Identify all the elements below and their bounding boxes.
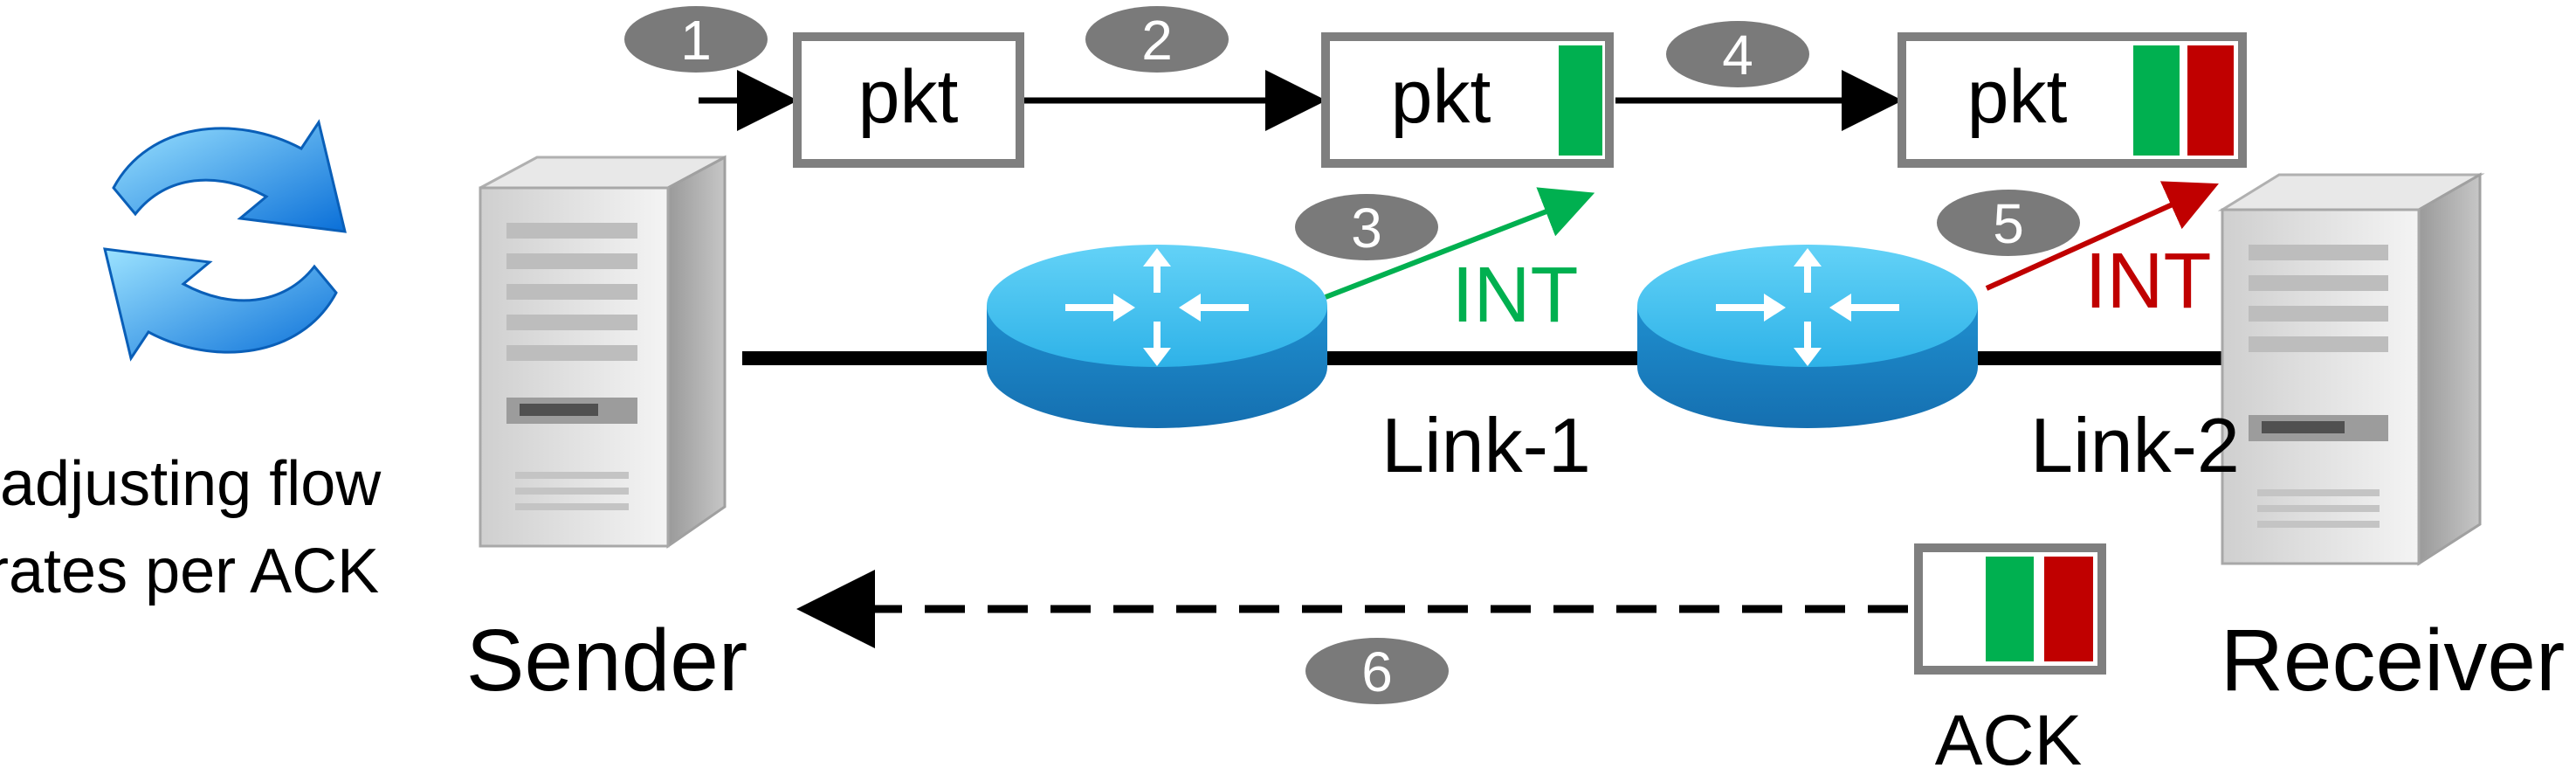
adjust-text-line1: adjusting flow <box>0 449 382 519</box>
sender-server-icon <box>479 155 727 549</box>
step-badge-6: 6 <box>1305 638 1449 704</box>
packet-3-label: pkt <box>1967 55 2068 139</box>
step-badge-4: 4 <box>1666 21 1809 87</box>
link-2-label: Link-2 <box>2030 402 2240 488</box>
packet-1-label: pkt <box>858 55 959 139</box>
receiver-server-icon <box>2217 172 2485 566</box>
packet-3-int-hop1 <box>2133 45 2180 156</box>
int-arrow-hop1 <box>1324 187 1595 300</box>
int-arrow-hop2 <box>1985 181 2219 291</box>
step-badge-1: 1 <box>624 6 768 73</box>
ack-label: ACK <box>1935 701 2083 780</box>
ack-int-hop1 <box>1986 557 2034 661</box>
int-label-hop2: INT <box>2085 238 2212 325</box>
packet-2: pkt <box>1321 32 1614 168</box>
packet-2-label: pkt <box>1391 55 1491 139</box>
step-badge-2: 2 <box>1085 6 1229 73</box>
packet-1: pkt <box>793 32 1024 168</box>
step-badge-3: 3 <box>1295 194 1438 260</box>
router-2-icon <box>1637 245 1978 428</box>
step-badge-6-label: 6 <box>1361 640 1393 703</box>
link-1-label: Link-1 <box>1381 402 1591 488</box>
receiver-label: Receiver <box>2221 612 2566 709</box>
adjust-text-line2: rates per ACK <box>0 536 379 606</box>
step-badge-3-label: 3 <box>1351 197 1382 260</box>
step-badge-4-label: 4 <box>1722 24 1753 87</box>
packet-3: pkt <box>1898 32 2247 168</box>
step-badge-5: 5 <box>1937 190 2080 256</box>
refresh-icon <box>103 119 347 362</box>
packet-2-int-hop1 <box>1559 45 1602 156</box>
sender-label: Sender <box>466 612 747 709</box>
step-badge-2-label: 2 <box>1141 9 1173 72</box>
ack-packet <box>1914 543 2106 675</box>
router-1-icon <box>987 245 1327 428</box>
ack-int-hop2 <box>2044 557 2093 661</box>
int-label-hop1: INT <box>1452 252 1579 339</box>
step-badge-5-label: 5 <box>1993 192 2024 255</box>
packet-3-int-hop2 <box>2187 45 2234 156</box>
step-badge-1-label: 1 <box>680 9 712 72</box>
